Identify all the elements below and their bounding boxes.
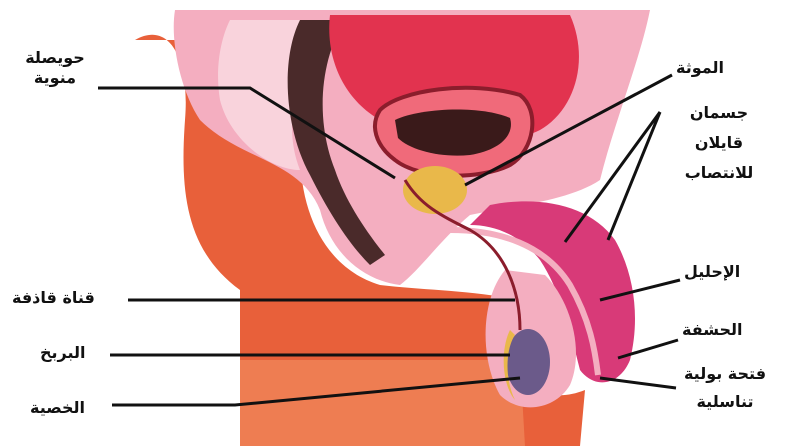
label-erectile-bodies: جسمان قايلان للانتصاب — [664, 98, 774, 188]
label-erectile-bodies-line3: للانتصاب — [664, 158, 774, 188]
label-erectile-bodies-line2: قايلان — [664, 128, 774, 158]
label-seminal-vesicle: حويصلة منوية — [10, 48, 100, 88]
label-seminal-vesicle-line1: حويصلة — [10, 48, 100, 68]
leader-line-opening — [600, 378, 676, 388]
thigh-light — [240, 360, 525, 446]
label-urethra: الإحليل — [684, 262, 740, 282]
label-urogenital-opening: فتحة بولية تناسلية — [670, 360, 780, 416]
label-prostate: الموثة — [676, 58, 724, 78]
label-urogenital-opening-line2: تناسلية — [670, 388, 780, 416]
label-vas-deferens: قناة قاذفة — [12, 288, 95, 308]
label-urogenital-opening-line1: فتحة بولية — [670, 360, 780, 388]
label-seminal-vesicle-line2: منوية — [10, 68, 100, 88]
label-epididymis: البربخ — [40, 343, 86, 363]
label-glans: الحشفة — [682, 320, 743, 340]
label-erectile-bodies-line1: جسمان — [664, 98, 774, 128]
label-testis: الخصية — [30, 398, 85, 418]
leader-line-erectile-2 — [608, 112, 660, 240]
